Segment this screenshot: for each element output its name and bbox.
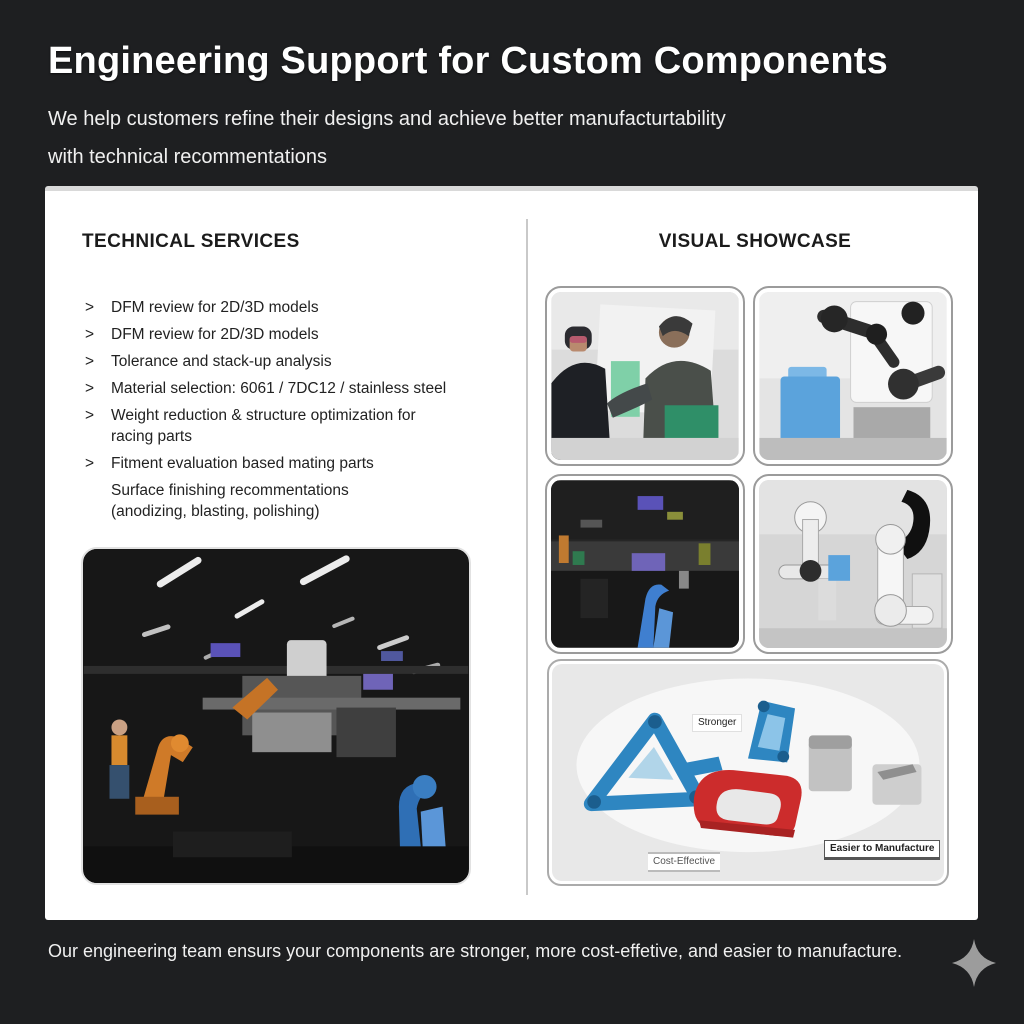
list-item: > Weight reduction & structure optimizat…: [85, 405, 487, 447]
label-stronger: Stronger: [692, 714, 743, 732]
factory-robots-illustration: [83, 549, 469, 883]
content-card: TECHNICAL SERVICES > DFM review for 2D/3…: [45, 186, 978, 920]
subtitle-line-1: We help customers refine their designs a…: [48, 108, 726, 130]
technical-services-list: > DFM review for 2D/3D models > DFM revi…: [85, 297, 487, 528]
engineers-illustration: [551, 292, 739, 460]
list-item-text: Material selection: 6061 / 7DC12 / stain…: [111, 380, 447, 397]
parts-illustration: [552, 664, 944, 881]
white-robots-illustration: [759, 480, 947, 648]
list-item: > Material selection: 6061 / 7DC12 / sta…: [85, 378, 487, 399]
list-item-text: DFM review for 2D/3D models: [111, 299, 319, 316]
list-item: > DFM review for 2D/3D models: [85, 324, 487, 345]
chevron-bullet-icon: >: [85, 380, 95, 397]
dark-factory-illustration: [551, 480, 739, 648]
page-subtitle: We help customers refine their designs a…: [48, 100, 726, 176]
list-item: > Fitment evaluation based mating parts: [85, 453, 487, 474]
white-robot-arms-photo: [753, 474, 953, 654]
label-cost-effective: Cost-Effective: [648, 852, 721, 872]
list-item-text: Fitment evaluation based mating parts: [111, 455, 374, 472]
list-item: > Tolerance and stack-up analysis: [85, 351, 487, 372]
list-item: > DFM review for 2D/3D models: [85, 297, 487, 318]
chevron-bullet-icon: >: [85, 326, 95, 343]
page-title: Engineering Support for Custom Component…: [48, 40, 888, 82]
subtitle-line-2: with technical recommentations: [48, 146, 328, 168]
chevron-bullet-icon: >: [85, 299, 95, 316]
no-bullet-spacer: [85, 480, 111, 522]
footer-note: Our engineering team ensurs your compone…: [48, 941, 903, 961]
four-point-star: [952, 939, 996, 987]
engineers-discussion-photo: [545, 286, 745, 466]
technical-services-heading: TECHNICAL SERVICES: [82, 231, 300, 252]
list-item: Surface finishing recommentations (anodi…: [85, 480, 487, 522]
list-item-text: Weight reduction & structure optimizatio…: [111, 407, 416, 445]
list-item-text: Surface finishing recommentations (anodi…: [111, 482, 349, 520]
list-item-text: Tolerance and stack-up analysis: [111, 353, 332, 370]
visual-showcase-heading: VISUAL SHOWCASE: [658, 231, 852, 252]
robot-arm-blue-machine-photo: [753, 286, 953, 466]
label-easier-to-manufacture: Easier to Manufacture: [824, 840, 941, 860]
chevron-bullet-icon: >: [85, 407, 95, 424]
list-item-text: DFM review for 2D/3D models: [111, 326, 319, 343]
sparkle-icon: [950, 937, 998, 989]
chevron-bullet-icon: >: [85, 353, 95, 370]
chevron-bullet-icon: >: [85, 455, 95, 472]
column-divider: [526, 219, 528, 895]
showcase-grid: [545, 286, 953, 654]
dark-factory-floor-photo: [545, 474, 745, 654]
robot-arm-illustration: [759, 292, 947, 460]
factory-robots-photo: [81, 547, 471, 885]
machined-parts-comparison-photo: Stronger Cost-Effective Easier to Manufa…: [547, 659, 949, 886]
